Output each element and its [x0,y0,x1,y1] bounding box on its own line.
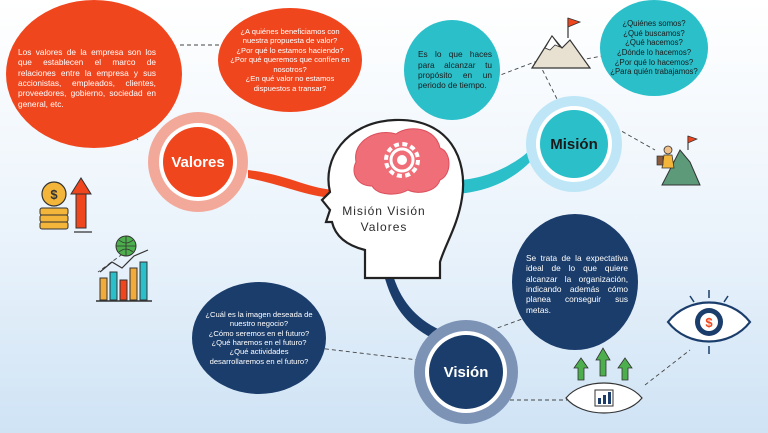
svg-text:$: $ [50,187,58,202]
valores-description: Los valores de la empresa son los que es… [18,46,156,109]
center-title-line2: Valores [360,219,408,234]
valores-hub-ring: Valores [148,112,248,212]
mision-question-2: ¿Qué buscamos? [623,28,685,38]
center-title: Misión Visión Valores [324,204,444,235]
mision-question-1: ¿Quiénes somos? [622,18,686,28]
vision-hub: Visión [425,331,507,413]
vision-label: Visión [443,363,489,381]
valores-question-3: ¿Por qué queremos que confíen en nosotro… [230,55,350,74]
vision-question-4: ¿Qué actividades desarrollaremos en el f… [209,347,309,366]
mision-description: Es lo que haces para alcanzar tu propósi… [418,49,492,91]
connector-vision-eye [644,349,691,386]
ribbon-valores [248,170,338,198]
mision-question-6: ¿Para quién trabajamos? [610,67,698,77]
mision-description-bubble: Es lo que haces para alcanzar tu propósi… [404,20,500,120]
vision-description: Se trata de la expectativa ideal de lo q… [526,252,628,315]
svg-text:$: $ [705,315,713,330]
connector-valores-chart [97,249,129,273]
mision-question-4: ¿Dónde lo hacemos? [616,48,692,57]
ribbon-mision [455,150,532,194]
ribbon-vision [384,272,440,338]
valores-hub: Valores [159,123,237,201]
globe-bar-chart-icon [96,235,152,302]
eye-dollar-icon: $ [666,290,752,354]
growth-chart-arrows-icon [565,347,643,414]
center-title-line1: Misión Visión [342,204,426,218]
mision-hub-ring: Misión [526,96,622,192]
vision-questions-bubble: ¿Cuál es la imagen deseada de nuestro ne… [192,282,326,394]
valores-questions-bubble: ¿A quiénes beneficiamos con nuestra prop… [218,8,362,112]
vision-hub-ring: Visión [414,320,518,424]
vision-question-3: ¿Qué haremos en el futuro? [211,338,307,347]
vision-question-1: ¿Cuál es la imagen deseada de nuestro ne… [205,309,313,329]
mision-questions-bubble: ¿Quiénes somos? ¿Qué buscamos? ¿Qué hace… [600,0,708,96]
mountain-flag-icon [530,17,592,69]
gear-icon [384,142,420,178]
valores-question-4: ¿En qué valor no estamos dispuestos a tr… [245,74,335,93]
valores-question-2: ¿Por qué lo estamos haciendo? [236,45,344,55]
mision-hub: Misión [536,106,612,182]
vision-question-2: ¿Cómo seremos en el futuro? [208,328,310,338]
connector-mision-icon [494,59,541,78]
vision-description-bubble: Se trata de la expectativa ideal de lo q… [512,214,638,350]
mision-question-5: ¿Por qué lo hacemos? [614,57,694,67]
connector-vision-questions [317,347,419,361]
climber-flag-icon [656,135,701,186]
mision-label: Misión [550,135,598,153]
valores-question-1: ¿A quiénes beneficiamos con nuestra prop… [240,26,340,46]
valores-description-bubble: Los valores de la empresa son los que es… [6,0,182,148]
mision-question-3: ¿Qué hacemos? [625,38,683,48]
valores-label: Valores [171,153,225,171]
dollar-coins-arrow-icon: $ [39,177,92,233]
connector-mision-climber [615,127,656,151]
